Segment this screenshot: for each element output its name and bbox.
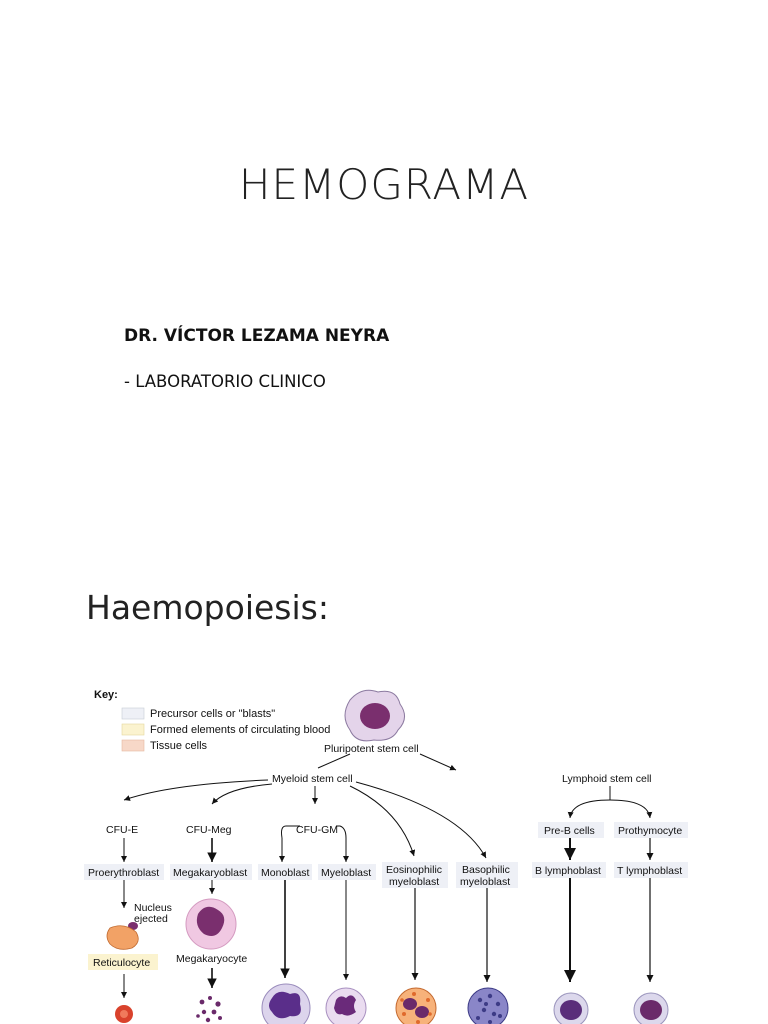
myeloblast-label: Myeloblast [321,867,371,879]
key-swatch-circulating [122,724,144,735]
pluripotent-to-myeloid-arrow [318,754,350,768]
cfu-meg-label: CFU-Meg [186,824,232,836]
b-lymphocyte-cell-icon [554,993,588,1024]
eosinophil-cell-icon [396,988,436,1024]
cfu-gm-label: CFU-GM [296,824,338,836]
monoblast-label: Monoblast [261,867,310,879]
pre-b-label: Pre-B cells [544,825,595,837]
t-lymphocyte-cell-icon [634,993,668,1024]
megakaryocyte-label: Megakaryocyte [176,953,247,965]
eosinophilic-label-1: Eosinophilic [386,864,442,876]
author-name: DR. VÍCTOR LEZAMA NEYRA [124,326,389,346]
key-heading: Key: [94,689,118,701]
key-swatch-precursor [122,708,144,719]
platelets-icon [196,996,222,1022]
myeloid-label: Myeloid stem cell [272,773,353,785]
basophilic-label-1: Basophilic [462,864,510,876]
b-lymphoblast-label: B lymphoblast [535,865,601,877]
cfu-e-label: CFU-E [106,824,138,836]
neutrophil-cell-icon [326,988,366,1024]
megakaryocyte-cell-icon [186,899,236,949]
key-label-tissue: Tissue cells [150,740,208,752]
haemopoiesis-diagram: Key: Precursor cells or "blasts" Formed … [0,670,768,1024]
eosinophilic-label-2: myeloblast [389,876,439,888]
prothymocyte-label: Prothymocyte [618,825,682,837]
nucleus-ejected-label-2: ejected [134,913,168,925]
megakaryoblast-label: Megakaryoblast [173,867,247,879]
section-title: Haemopoiesis: [86,588,329,627]
proerythroblast-label: Proerythroblast [88,867,159,879]
key-swatch-tissue [122,740,144,751]
lymphoid-label: Lymphoid stem cell [562,773,651,785]
t-lymphoblast-label: T lymphoblast [617,865,682,877]
reticulocyte-label: Reticulocyte [93,957,150,969]
key-label-precursor: Precursor cells or "blasts" [150,708,275,720]
pluripotent-label: Pluripotent stem cell [324,743,419,755]
basophil-cell-icon [468,988,508,1024]
department-label: - LABORATORIO CLINICO [124,372,326,391]
slide-title: HEMOGRAMA [0,160,768,209]
basophilic-label-2: myeloblast [460,876,510,888]
monocyte-cell-icon [262,984,310,1024]
key-label-circulating: Formed elements of circulating blood [150,724,330,736]
pluripotent-stem-cell-icon [345,690,405,741]
pluripotent-to-lymphoid-arrow [420,754,456,770]
